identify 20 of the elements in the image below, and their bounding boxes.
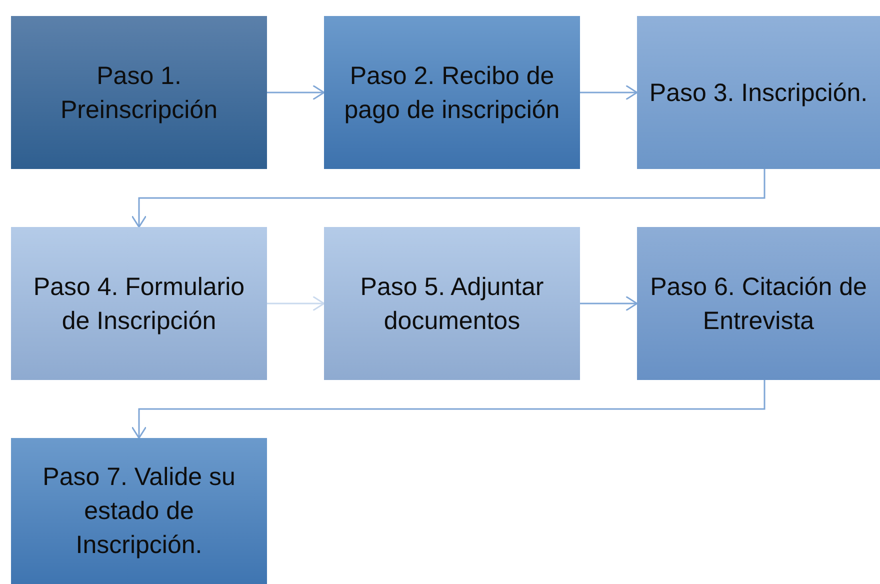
step-label: Paso 4. Formulario de Inscripción xyxy=(32,272,246,336)
step-label: Paso 2. Recibo de pago de inscripción xyxy=(343,60,561,126)
process-box xyxy=(637,16,880,169)
step-label: Paso 1. Preinscripción xyxy=(59,60,218,126)
process-box xyxy=(11,16,267,169)
arrow xyxy=(267,84,325,100)
arrow xyxy=(580,84,638,100)
arrow xyxy=(267,296,325,312)
process-box xyxy=(11,227,267,380)
arrow xyxy=(580,296,638,312)
process-box xyxy=(324,16,580,169)
arrow xyxy=(131,380,766,439)
process-box xyxy=(11,438,267,584)
arrow xyxy=(131,169,766,228)
step-label: Paso 6. Citación de Entrevista xyxy=(649,272,868,336)
step-label: Paso 7. Valide su estado de Inscripción. xyxy=(42,462,236,561)
step-label: Paso 3. Inscripción. xyxy=(649,78,868,108)
step-label: Paso 5. Adjuntar documentos xyxy=(359,272,545,336)
process-box xyxy=(637,227,880,380)
process-box xyxy=(324,227,580,380)
